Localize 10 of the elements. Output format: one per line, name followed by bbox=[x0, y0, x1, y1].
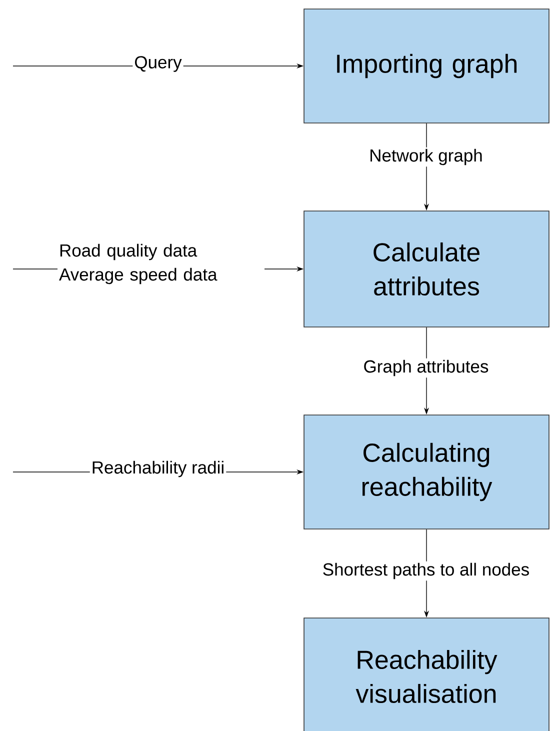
process-box: Reachability visualisation bbox=[304, 618, 550, 731]
edge-label: Shortest paths to all nodes bbox=[320, 561, 532, 581]
edge-label: Network graph bbox=[368, 147, 484, 167]
process-box: Calculating reachability bbox=[304, 414, 550, 530]
edge-label: Road quality data Average speed data bbox=[58, 242, 264, 286]
process-box: Calculate attributes bbox=[304, 210, 550, 328]
process-box: Importing graph bbox=[304, 8, 550, 124]
edge-label: Graph attributes bbox=[362, 358, 490, 378]
edge-label: Reachability radii bbox=[90, 459, 226, 479]
edge-label: Query bbox=[132, 54, 184, 74]
